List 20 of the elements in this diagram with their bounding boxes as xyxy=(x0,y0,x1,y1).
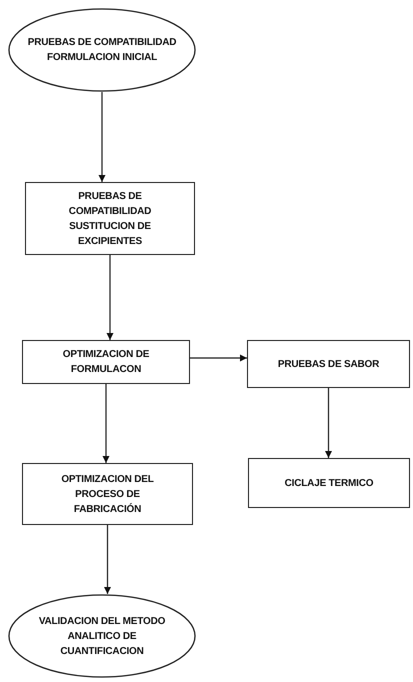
arrow xyxy=(324,388,332,458)
process-box xyxy=(25,182,195,255)
node-label: PRUEBAS DE COMPATIBILIDAD FORMULACION INICIAL xyxy=(27,36,177,65)
node-label: OPTIMIZACION DEL PROCESO DE FABRICACIÓN xyxy=(60,472,155,516)
node-label: OPTIMIZACION DE FORMULACON xyxy=(62,348,150,377)
terminal-ellipse xyxy=(8,594,196,678)
process-box xyxy=(22,463,193,525)
node-label: PRUEBAS DE COMPATIBILIDAD SUSTITUCION DE EXCIPIENTES xyxy=(68,190,152,248)
node-label: PRUEBAS DE SABOR xyxy=(278,358,380,372)
arrow xyxy=(102,384,110,463)
process-box xyxy=(247,340,410,388)
node-label: VALIDACION DEL METODO ANALITICO DE CUANTIFICACION xyxy=(38,614,166,658)
arrow xyxy=(98,92,106,182)
arrow xyxy=(106,255,114,340)
process-box xyxy=(22,340,190,384)
node-label: CICLAJE TERMICO xyxy=(284,476,374,490)
arrow xyxy=(104,525,112,594)
arrow xyxy=(190,354,247,362)
terminal-ellipse xyxy=(8,8,196,92)
process-box xyxy=(248,458,410,508)
